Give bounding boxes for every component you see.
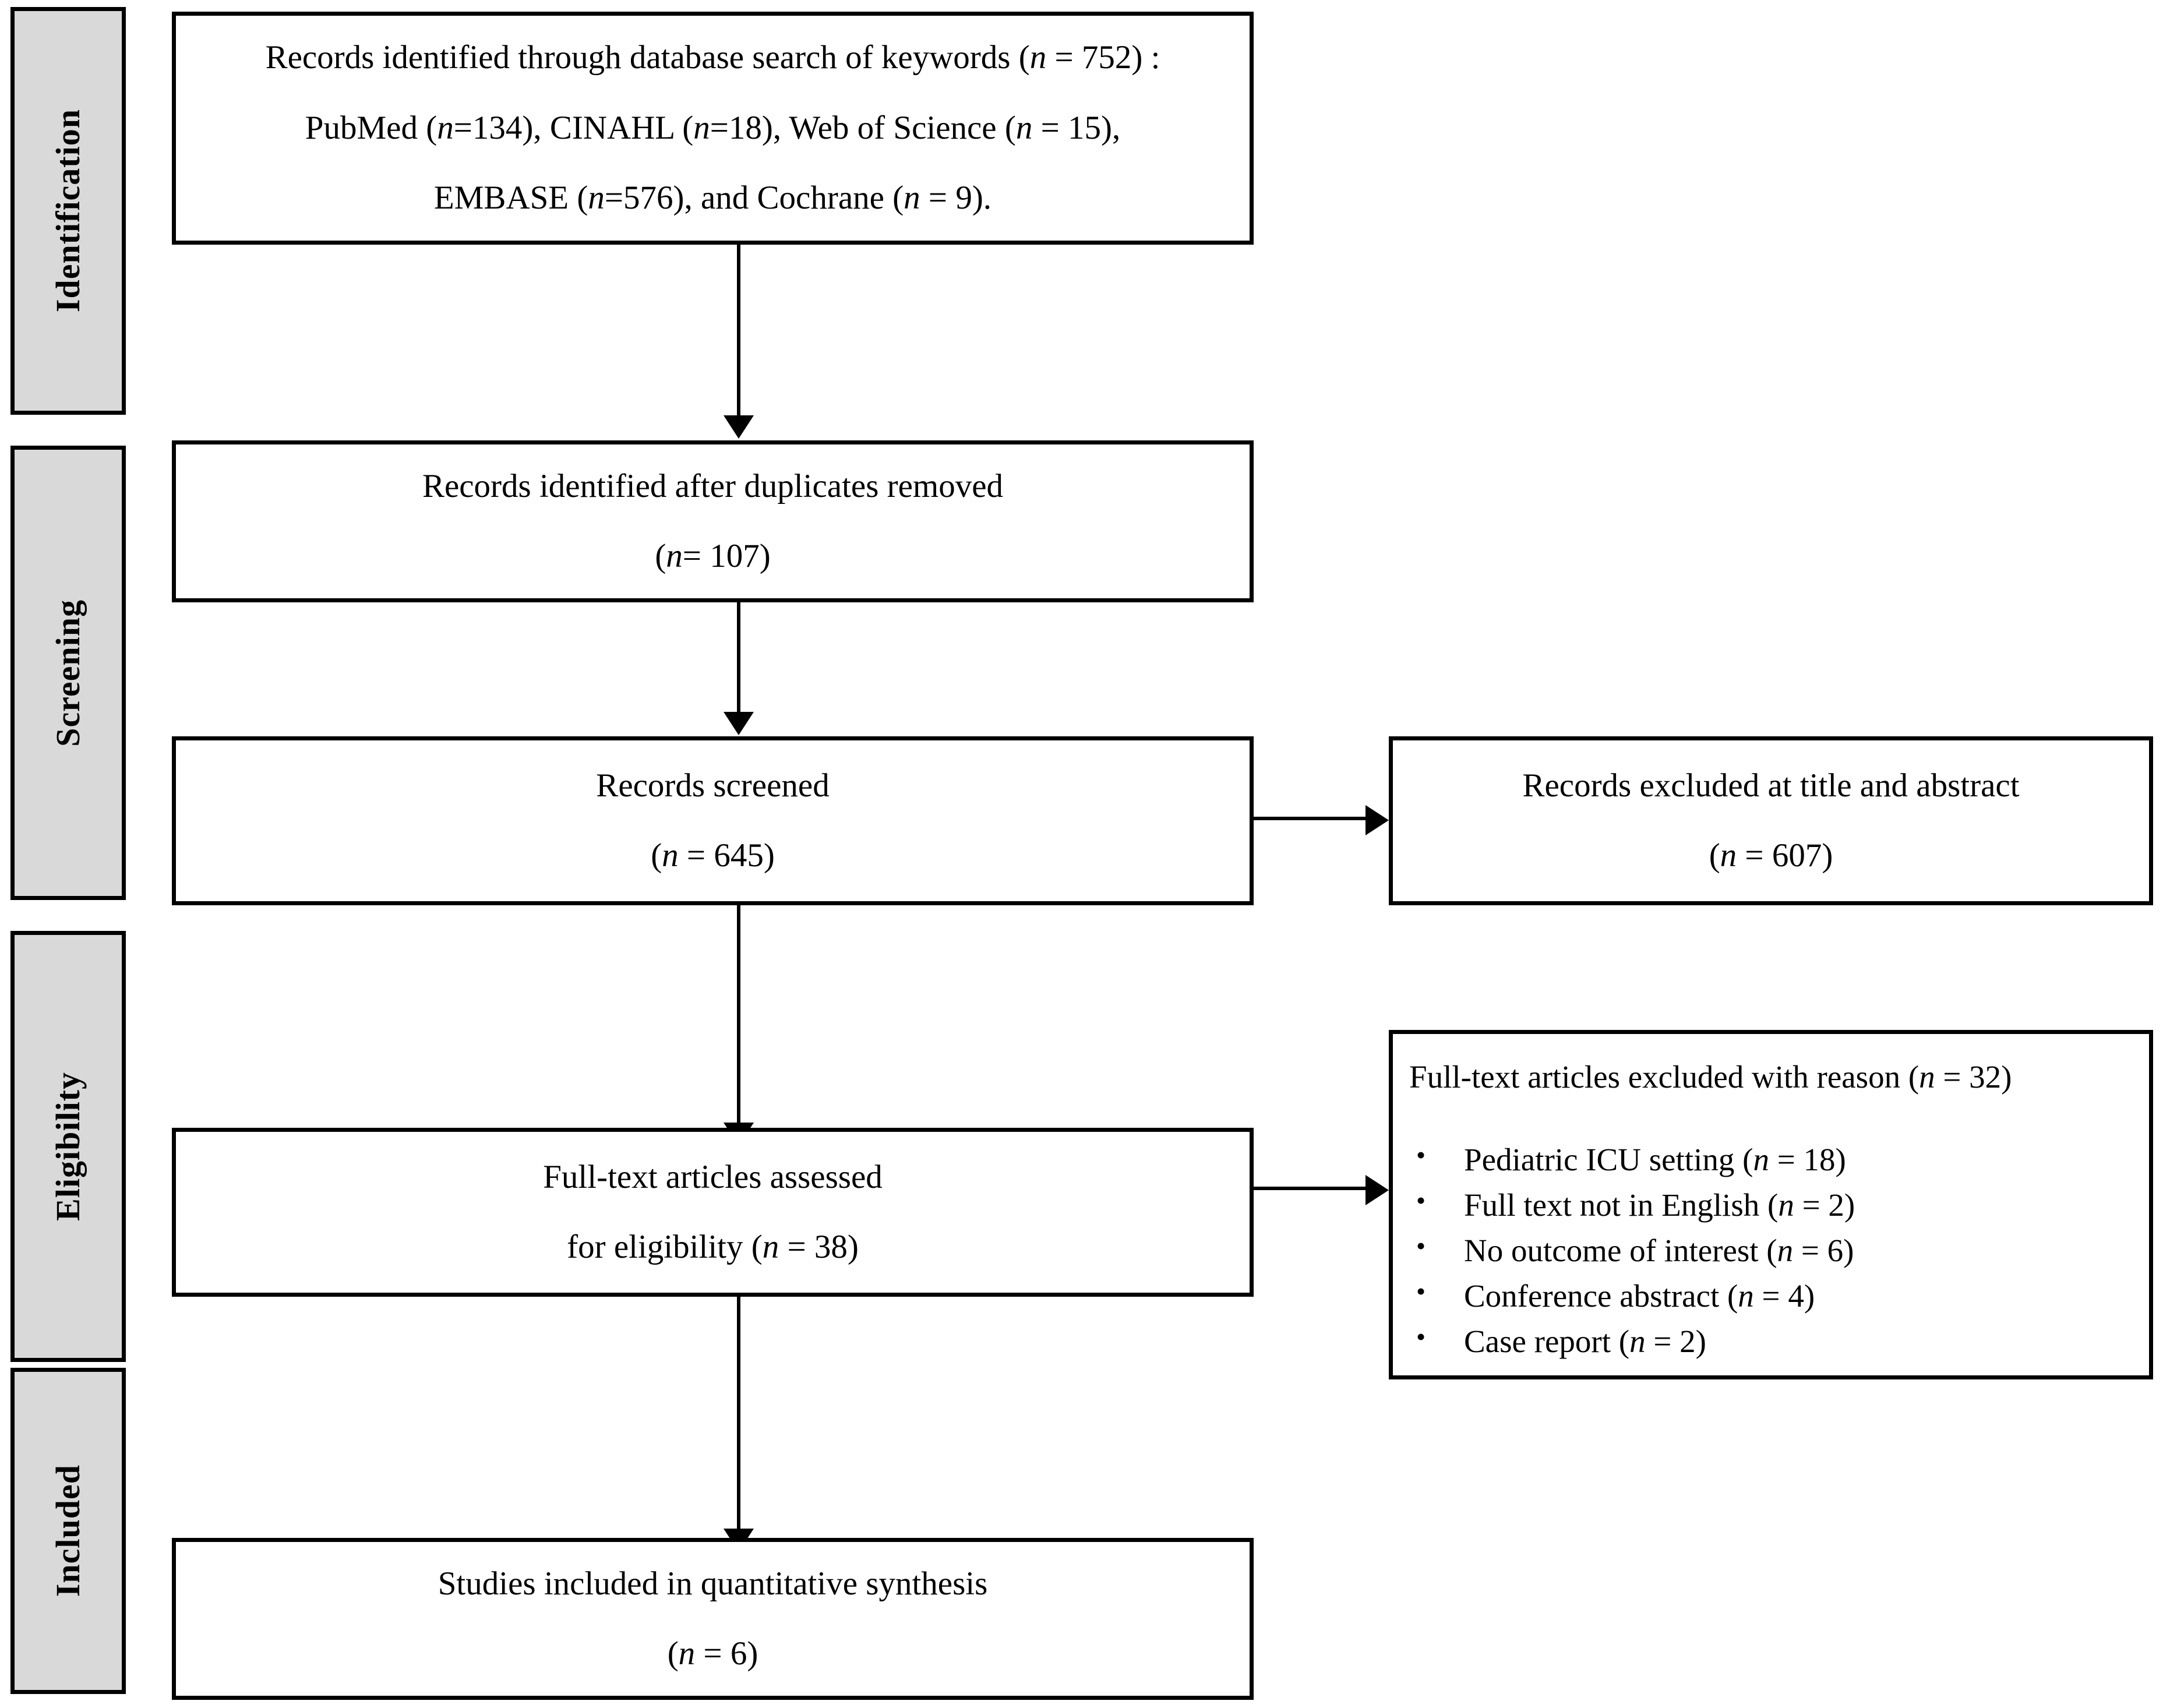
bullet-icon: • [1416,1230,1426,1261]
records-excluded-line-1: Records excluded at title and abstract [1522,767,2020,804]
arrow-screened-to-fulltext-line [737,905,740,1124]
arrow-duplicates-to-screened-line [737,602,740,713]
reason-label: Pediatric ICU setting (n = 18) [1464,1141,1846,1177]
node-duplicates-removed: Records identified after duplicates remo… [172,440,1254,602]
records-excluded-line-2: (n = 607) [1709,837,1833,874]
node-records-excluded-title-abstract: Records excluded at title and abstract (… [1389,736,2153,905]
list-item: • Pediatric ICU setting (n = 18) [1410,1137,1855,1183]
fulltext-assessed-line-2: for eligibility (n = 38) [567,1229,859,1265]
arrow-screened-to-excluded-line [1254,817,1370,820]
duplicates-removed-line-1: Records identified after duplicates remo… [422,467,1004,504]
stage-label-eligibility: Eligibility [49,1072,87,1221]
records-screened-line-2: (n = 645) [651,837,775,874]
duplicates-removed-line-2: (n= 107) [655,538,771,574]
arrow-identified-to-duplicates-head [724,415,754,439]
stage-box-identification: Identification [10,7,126,415]
arrow-fulltext-to-excluded-line [1254,1187,1370,1190]
stage-label-included: Included [49,1464,87,1597]
stage-box-included: Included [10,1368,126,1694]
fulltext-excluded-title: Full-text articles excluded with reason … [1409,1059,2012,1095]
reason-label: No outcome of interest (n = 6) [1464,1232,1854,1268]
stage-box-screening: Screening [10,446,126,900]
arrow-fulltext-to-excluded-head [1365,1175,1389,1205]
studies-included-line-1: Studies included in quantitative synthes… [437,1565,988,1602]
stage-box-eligibility: Eligibility [10,931,126,1362]
stage-label-identification: Identification [49,109,87,313]
stage-label-screening: Screening [49,599,87,747]
records-identified-line-1: Records identified through database sear… [265,39,1160,76]
bullet-icon: • [1416,1276,1426,1306]
bullet-icon: • [1416,1321,1426,1351]
node-records-screened: Records screened (n = 645) [172,736,1254,905]
reason-label: Full text not in English (n = 2) [1464,1187,1855,1223]
records-identified-line-2: PubMed (n=134), CINAHL (n=18), Web of Sc… [305,109,1121,146]
node-records-identified: Records identified through database sear… [172,12,1254,245]
list-item: • Full text not in English (n = 2) [1410,1183,1855,1228]
studies-included-line-2: (n = 6) [667,1635,758,1672]
arrow-duplicates-to-screened-head [724,712,754,735]
bullet-icon: • [1416,1139,1426,1170]
records-identified-line-3: EMBASE (n=576), and Cochrane (n = 9). [433,179,992,217]
node-fulltext-excluded-with-reason: Full-text articles excluded with reason … [1389,1030,2153,1379]
arrow-identified-to-duplicates-line [737,245,740,417]
reason-label: Conference abstract (n = 4) [1464,1278,1815,1314]
list-item: • Case report (n = 2) [1410,1319,1855,1364]
records-screened-line-1: Records screened [596,767,830,804]
list-item: • Conference abstract (n = 4) [1410,1273,1855,1319]
bullet-icon: • [1416,1185,1426,1215]
fulltext-assessed-line-1: Full-text articles assessed [543,1158,883,1195]
list-item: • No outcome of interest (n = 6) [1410,1228,1855,1273]
node-studies-included: Studies included in quantitative synthes… [172,1538,1254,1700]
node-fulltext-assessed: Full-text articles assessed for eligibil… [172,1128,1254,1297]
arrow-fulltext-to-included-line [737,1297,740,1530]
reason-label: Case report (n = 2) [1464,1323,1706,1359]
arrow-screened-to-excluded-head [1365,805,1389,835]
fulltext-excluded-reason-list: • Pediatric ICU setting (n = 18) • Full … [1393,1137,1855,1364]
